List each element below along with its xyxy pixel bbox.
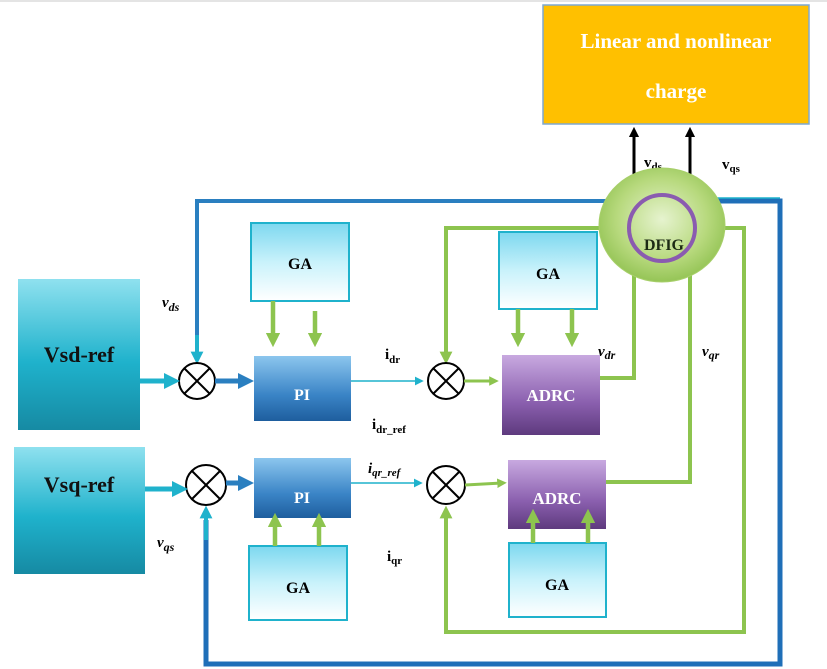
adrc-d-label: ADRC [526,386,575,405]
dfig-label: DFIG [644,237,685,254]
iqr-ref-label: iqr_ref [368,461,402,479]
pi-d-label: PI [294,387,310,404]
vsq-ref-block: Vsq-ref [14,447,145,574]
load-label-line1: Linear and nonlinear [581,29,772,53]
idr-label: idr [385,347,400,366]
vds-feedback-label: vds [162,295,180,314]
vsd-ref-block: Vsd-ref [18,279,140,430]
ga-block-adrc-d: GA [498,231,598,310]
ga-adrc-q-label: GA [545,577,569,594]
ga-adrc-d-label: GA [536,266,560,283]
ga-pi-q-label: GA [286,580,310,597]
idr-feedback-loop [444,226,630,352]
ga-pi-d-label: GA [288,256,312,273]
vqs-feedback-label: vqs [157,535,175,554]
adrc-block-d: ADRC [502,355,600,435]
vdr-label: vdr [598,344,616,362]
vqr-label: vqr [702,344,720,362]
vqs-feedback-loop [203,198,783,667]
ga-block-pi-d: GA [250,222,350,302]
sum-junction-vsq [185,464,227,506]
vds-output-label: vds [644,155,663,173]
sum-junction-vsd [178,362,216,400]
vdr-signal-line [600,270,636,380]
adrc-block-q: ADRC [508,460,606,529]
vqs-output-label: vqs [722,157,741,175]
vsq-ref-label: Vsq-ref [44,472,115,497]
load-label-line2: charge [646,79,707,103]
load-block: Linear and nonlinear charge [542,4,810,125]
vds-feedback-loop [195,199,680,352]
sum-junction-iqr [426,465,466,505]
adrc-q-label: ADRC [532,489,581,508]
iqr-label: iqr [387,549,402,567]
ga-block-adrc-q: GA [508,542,607,618]
error-iqr-arrow [464,478,507,489]
vqr-signal-line [606,270,692,484]
ga-block-pi-q: GA [248,545,348,621]
sum-junction-idr [427,362,465,400]
pi-block-d: PI [254,356,351,421]
pi-q-label: PI [294,490,310,507]
idr-ref-label: idr_ref [372,417,406,436]
dfig-ring [627,193,697,263]
dfig-machine: DFIG [598,167,726,283]
vsd-ref-label: Vsd-ref [44,342,115,367]
iqr-feedback-loop [444,226,746,634]
pi-block-q: PI [254,458,351,518]
